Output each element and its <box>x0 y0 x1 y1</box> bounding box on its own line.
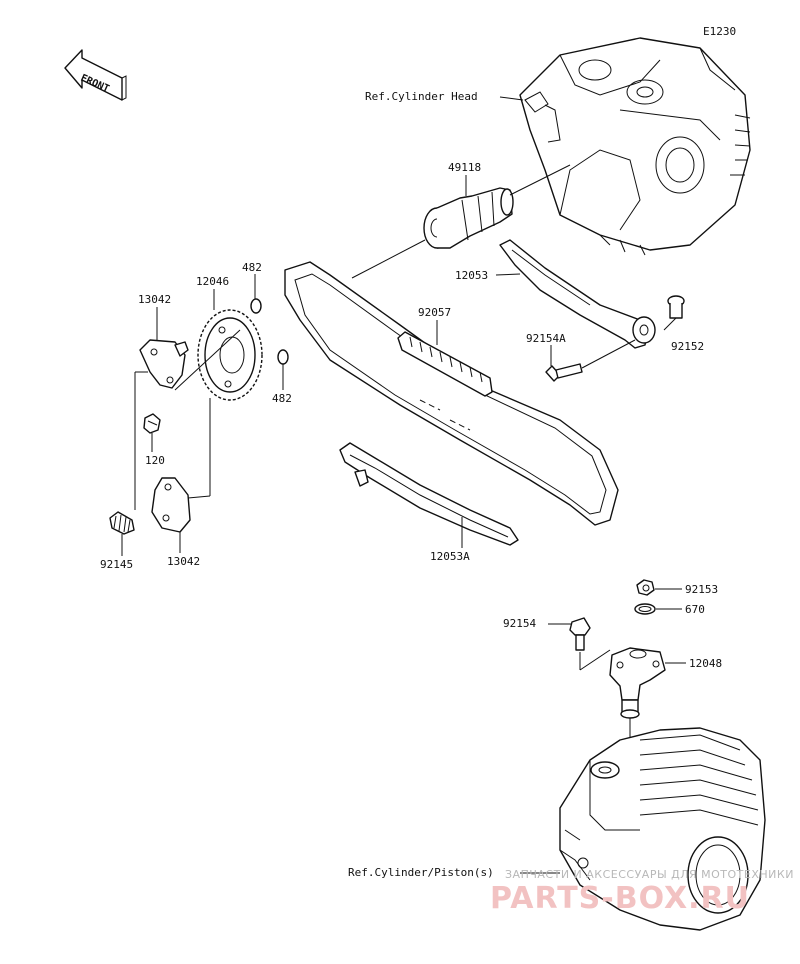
chain-guide-lower-drawing <box>339 442 519 546</box>
bolt-92154a-drawing <box>545 363 583 382</box>
part-label-13042-upper: 13042 <box>138 293 171 306</box>
camshaft-drawing <box>423 187 514 249</box>
part-label-12046: 12046 <box>196 275 229 288</box>
spring-drawing <box>109 511 135 535</box>
part-label-92153: 92153 <box>685 583 718 596</box>
watermark-logo: PARTS-BOX.RU <box>490 881 750 916</box>
chain-links-drawing <box>397 331 493 397</box>
collar-drawing <box>667 295 685 319</box>
part-label-12053: 12053 <box>455 269 488 282</box>
diagram-code: E1230 <box>703 25 736 38</box>
part-label-92152: 92152 <box>671 340 704 353</box>
part-label-92154: 92154 <box>503 617 536 630</box>
bolt-120-drawing <box>143 413 161 434</box>
weight-upper-drawing <box>139 339 189 389</box>
bolt-92154-drawing <box>569 617 591 651</box>
part-label-120: 120 <box>145 454 165 467</box>
watermark-text: ЗАПЧАСТИ И АКСЕССУАРЫ ДЛЯ МОТОТЕХНИКИ <box>505 868 794 881</box>
chain-guide-upper-drawing <box>499 239 656 349</box>
part-label-482-top: 482 <box>242 261 262 274</box>
cam-sprocket-drawing <box>197 309 263 401</box>
part-label-12053a: 12053A <box>430 550 470 563</box>
part-label-92145: 92145 <box>100 558 133 571</box>
cylinder-drawing <box>559 727 766 931</box>
circlip-top-drawing <box>250 298 262 314</box>
part-label-92154a: 92154A <box>526 332 566 345</box>
ref-cylinder-head-label: Ref.Cylinder Head <box>365 90 478 103</box>
part-label-482-bottom: 482 <box>272 392 292 405</box>
tensioner-drawing <box>609 647 666 719</box>
part-label-13042-lower: 13042 <box>167 555 200 568</box>
front-arrow-icon: FRONT <box>64 49 127 101</box>
part-label-92057: 92057 <box>418 306 451 319</box>
oring-drawing <box>634 603 656 615</box>
weight-lower-drawing <box>151 477 191 533</box>
cylinder-head-drawing <box>519 37 751 256</box>
nut-drawing <box>636 579 655 596</box>
part-label-12048: 12048 <box>689 657 722 670</box>
circlip-bottom-drawing <box>277 349 289 365</box>
ref-cylinder-piston-label: Ref.Cylinder/Piston(s) <box>348 866 494 879</box>
part-label-49118: 49118 <box>448 161 481 174</box>
cam-chain-loop <box>284 261 619 526</box>
part-label-670: 670 <box>685 603 705 616</box>
